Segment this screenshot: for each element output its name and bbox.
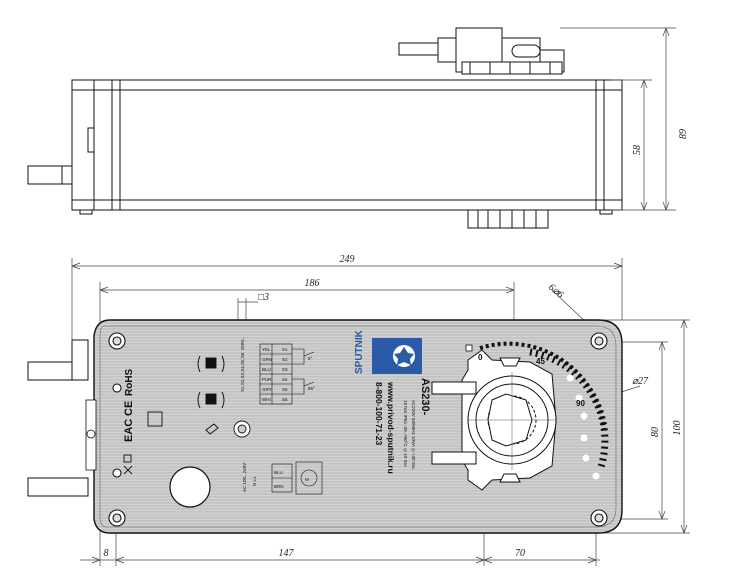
term-s2: S2 <box>282 357 288 362</box>
power-wire-blu: BLU <box>274 470 283 475</box>
wiring-diagram: S1,S2,S3,S4,S5,S6: 250V... YEL GRN BLU P… <box>240 336 323 495</box>
angle-85: 85° <box>308 386 315 391</box>
spec-line-2: 10 Nm IP54 -30..+50°C ◎ 10 Sec <box>403 400 408 468</box>
website: www.privod-sputnik.ru <box>386 381 396 474</box>
wire-grn: GRN <box>262 357 272 362</box>
wire-blu: BLU <box>262 367 271 372</box>
dim-height-plate: 80 <box>650 427 661 437</box>
brand-logo: SPUTNIK <box>354 329 422 374</box>
cert-eac: EAC <box>123 419 135 442</box>
manual-override-hole <box>169 466 211 508</box>
side-view <box>27 27 676 229</box>
dim-height-body: 58 <box>632 145 643 155</box>
power-terms: N L1 <box>252 476 257 486</box>
symbol-icons <box>123 411 163 475</box>
switch-spec: S1,S2,S3,S4,S5,S6: 250V... <box>240 336 245 392</box>
direction-icons <box>197 355 251 438</box>
mounting-hole <box>108 332 126 350</box>
dim-height-total: 89 <box>678 129 689 139</box>
term-s5: S5 <box>282 387 288 392</box>
power-spec: AC 100...240V <box>242 463 247 492</box>
body-outline <box>93 79 623 211</box>
scale-dots <box>566 374 600 480</box>
dim-hole-diameter: 6⌀6 <box>546 282 565 301</box>
dim-shaft-diameter: ⌀27 <box>632 376 649 387</box>
spec-text: AS230- AC220V 50/60Hz 10VA ◎ <30 Sec 10 … <box>374 378 431 474</box>
term-s1: S1 <box>282 347 288 352</box>
brand-name: SPUTNIK <box>354 329 365 374</box>
shaft-stub <box>398 42 440 56</box>
mounting-holes <box>108 332 608 527</box>
dim-hole-spacing: 186 <box>305 278 320 289</box>
mounting-hole <box>590 509 608 527</box>
mounting-hole <box>590 332 608 350</box>
wire-gry: GRY <box>262 387 272 392</box>
dim-clamp-range: □3 <box>258 292 269 303</box>
dim-height-overall: 100 <box>672 421 683 436</box>
dim-offset-left: 8 <box>104 548 109 559</box>
spec-line-1: AC220V 50/60Hz 10VA ◎ <30 Sec <box>411 400 416 470</box>
angle-scale <box>465 341 609 472</box>
scale-0: 0 <box>478 353 483 362</box>
model-number: AS230- <box>419 378 431 416</box>
term-s4: S4 <box>282 377 288 382</box>
cert-ce: CE <box>123 401 135 416</box>
dim-width-total: 249 <box>340 254 355 265</box>
wire-yel: YEL <box>262 347 271 352</box>
wire-whi: WHI <box>262 397 271 402</box>
dim-offset-right: 70 <box>515 548 525 559</box>
cert-rohs: RoHS <box>124 368 135 396</box>
rear-shaft <box>27 165 73 185</box>
front-shafts <box>27 339 89 497</box>
term-s6: S6 <box>282 397 288 402</box>
wire-pur: PUR <box>262 377 272 382</box>
mounting-hole <box>108 509 126 527</box>
dim-offset-middle: 147 <box>279 548 295 559</box>
motor-symbol: M <box>305 477 309 482</box>
cert-marks: EAC CE RoHS <box>123 368 135 442</box>
scale-90: 90 <box>576 399 585 408</box>
power-wire-brn: BRN <box>274 484 284 489</box>
front-dimensions <box>71 258 690 566</box>
angle-5: 5° <box>308 356 313 361</box>
term-s3: S3 <box>282 367 288 372</box>
scale-45: 45 <box>536 357 545 366</box>
phone-number: 8-800-100-71-23 <box>374 382 384 446</box>
shaft-clamp <box>431 349 557 491</box>
